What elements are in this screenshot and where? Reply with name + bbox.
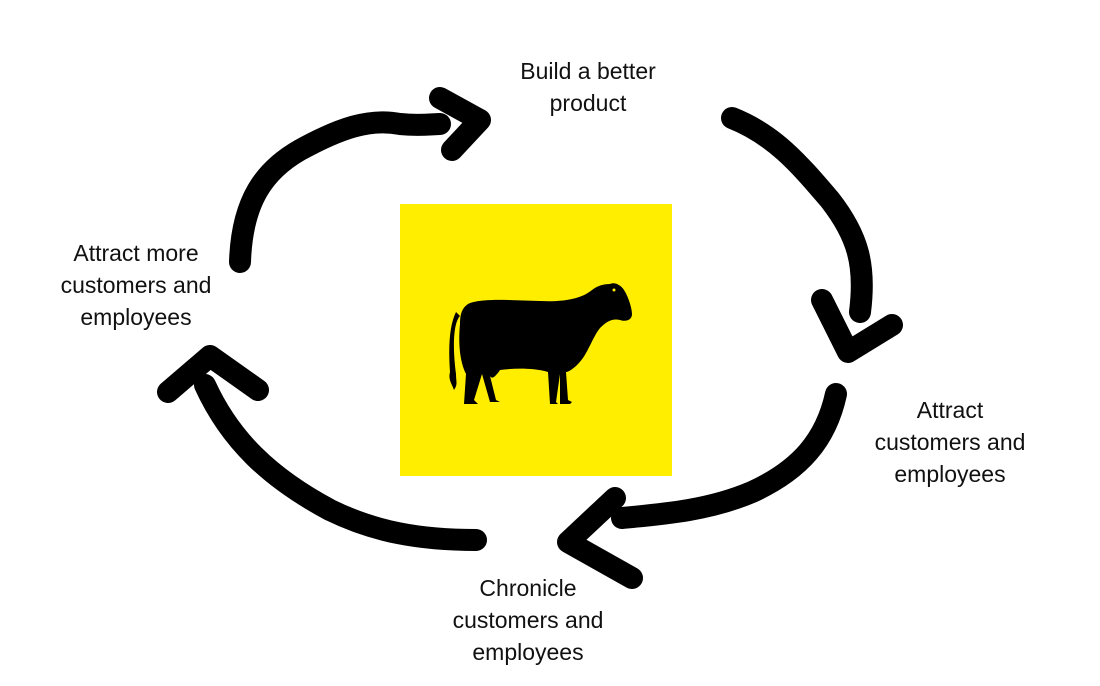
node-line: Chronicle bbox=[479, 575, 577, 601]
arrow-left-to-top-head bbox=[429, 87, 491, 161]
center-icon-panel bbox=[400, 204, 672, 476]
cow-eye bbox=[612, 288, 616, 292]
node-line: Build a better bbox=[520, 58, 656, 84]
arrow-left-to-top bbox=[229, 87, 491, 273]
cow-icon bbox=[400, 204, 672, 476]
node-line: Attract more bbox=[73, 240, 199, 266]
arrow-left-to-top-shaft bbox=[229, 111, 451, 273]
arrow-top-to-right-head bbox=[811, 289, 903, 363]
arrow-top-to-right-shaft bbox=[721, 107, 873, 323]
node-line: customers and bbox=[452, 607, 604, 633]
arrow-top-to-right bbox=[721, 107, 903, 363]
node-attract-more-customers: Attract more customers and employees bbox=[36, 237, 236, 333]
node-build-better-product: Build a better product bbox=[488, 55, 688, 119]
node-line: product bbox=[549, 90, 627, 116]
node-line: employees bbox=[894, 461, 1006, 487]
node-attract-customers: Attract customers and employees bbox=[850, 394, 1050, 490]
arrow-bottom-to-left-shaft bbox=[194, 374, 487, 551]
arrow-right-to-bottom bbox=[557, 383, 847, 589]
cow-silhouette bbox=[449, 283, 632, 404]
node-line: Attract bbox=[916, 397, 984, 423]
node-line: employees bbox=[472, 639, 584, 665]
arrow-bottom-to-left-head bbox=[157, 345, 269, 403]
node-line: employees bbox=[80, 304, 192, 330]
node-line: customers and bbox=[874, 429, 1026, 455]
arrow-right-to-bottom-shaft bbox=[611, 383, 847, 529]
node-line: customers and bbox=[60, 272, 212, 298]
arrow-bottom-to-left bbox=[157, 345, 487, 551]
node-chronicle-customers: Chronicle customers and employees bbox=[428, 572, 628, 668]
arrow-right-to-bottom-head bbox=[557, 487, 643, 589]
